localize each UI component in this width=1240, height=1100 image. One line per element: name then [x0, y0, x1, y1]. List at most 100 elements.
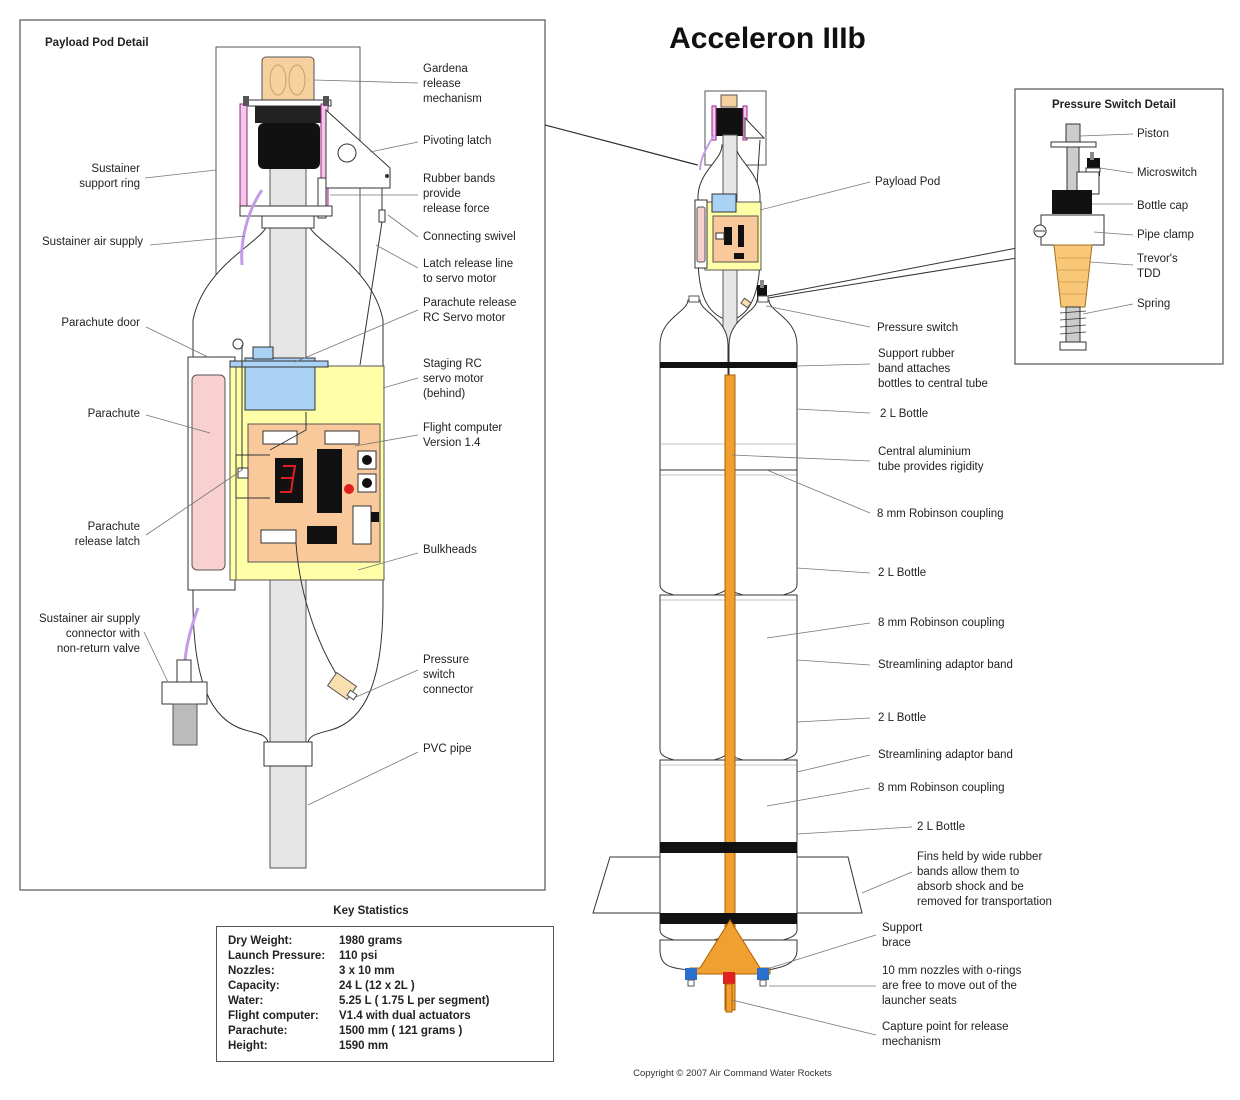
- label-capture-point: Capture point for release mechanism: [882, 1021, 1009, 1048]
- label-connecting-swivel: Connecting swivel: [423, 231, 516, 243]
- pivoting-latch: [325, 108, 391, 189]
- label-adaptor-band-1: Streamlining adaptor band: [878, 659, 1013, 671]
- label-pivoting-latch: Pivoting latch: [423, 135, 492, 147]
- stat-value: 3 x 10 mm: [339, 965, 395, 977]
- stat-value: 1590 mm: [339, 1040, 389, 1052]
- stat-label: Nozzles:: [228, 965, 275, 977]
- label-trevors-tdd: Trevor's TDD: [1137, 253, 1178, 280]
- parachute-release-latch-bracket: [235, 454, 270, 499]
- label-air-supply-connector: Sustainer air supply connector with non-…: [39, 613, 140, 655]
- spring: [1059, 310, 1087, 335]
- bottle-neck: [757, 295, 769, 303]
- rocket: [592, 90, 913, 1036]
- label-pressure-switch-connector: Pressure switch connector: [423, 654, 474, 696]
- stat-value: 5.25 L ( 1.75 L per segment): [339, 995, 490, 1007]
- bottle-cap: [1052, 190, 1092, 214]
- bottle-neck: [688, 295, 700, 303]
- label-coupling-1: 8 mm Robinson coupling: [877, 508, 1004, 520]
- bottle-segment: [728, 469, 798, 601]
- label-bottle-cap: Bottle cap: [1137, 200, 1189, 212]
- bottle-stack: [659, 295, 798, 971]
- payload-panel-heading: Payload Pod Detail: [45, 37, 149, 49]
- pressure-switch-heading: Pressure Switch Detail: [1052, 99, 1176, 111]
- stat-value: 1980 grams: [339, 935, 403, 947]
- callout-lines: [544, 124, 1018, 299]
- label-parachute-door: Parachute door: [61, 317, 140, 329]
- label-central-tube: Central aluminium tube provides rigidity: [878, 446, 984, 473]
- page-title: Acceleron IIIb: [669, 22, 866, 55]
- label-bottle-4: 2 L Bottle: [917, 821, 966, 833]
- label-parachute-release-servo: Parachute release RC Servo motor: [423, 297, 517, 324]
- stat-value: V1.4 with dual actuators: [339, 1010, 471, 1022]
- payload-pod-detail-panel: [19, 19, 546, 891]
- label-rubber-bands: Rubber bands provide release force: [423, 173, 496, 215]
- rubber-band-left: [239, 103, 248, 215]
- stat-label: Capacity:: [228, 980, 280, 992]
- bottle-segment: [659, 594, 729, 766]
- label-bottle-1: 2 L Bottle: [880, 408, 929, 420]
- pipe-clamp: [1040, 214, 1105, 246]
- stat-row: Dry Weight: 1980 grams: [228, 934, 553, 949]
- stat-row: Flight computer: V1.4 with dual actuators: [228, 1009, 553, 1024]
- air-supply-connector: [176, 659, 192, 683]
- label-fins: Fins held by wide rubber bands allow the…: [917, 851, 1052, 908]
- bottle-segment: [659, 469, 729, 601]
- nozzle-left: [685, 968, 697, 980]
- label-microswitch: Microswitch: [1137, 167, 1198, 179]
- label-bottle-3: 2 L Bottle: [878, 712, 927, 724]
- label-bottle-2: 2 L Bottle: [878, 567, 927, 579]
- fin-right: [796, 856, 863, 914]
- label-sustainer-support-ring: Sustainer support ring: [79, 163, 140, 190]
- label-staging-servo: Staging RC servo motor (behind): [423, 358, 484, 400]
- label-spring: Spring: [1137, 298, 1171, 310]
- stat-label: Launch Pressure:: [228, 950, 326, 962]
- piston: [1065, 123, 1081, 143]
- label-pvc-pipe: PVC pipe: [423, 743, 472, 755]
- label-bulkheads: Bulkheads: [423, 544, 477, 556]
- stat-row: Height: 1590 mm: [228, 1039, 553, 1054]
- stat-row: Parachute: 1500 mm ( 121 grams ): [228, 1024, 553, 1039]
- label-parachute: Parachute: [87, 408, 140, 420]
- label-payload-pod: Payload Pod: [875, 176, 941, 188]
- label-coupling-2: 8 mm Robinson coupling: [878, 617, 1005, 629]
- bottle-segment: [659, 299, 729, 471]
- label-latch-release-line: Latch release line to servo motor: [423, 258, 514, 285]
- parachute: [191, 374, 226, 571]
- label-adaptor-band-2: Streamlining adaptor band: [878, 749, 1013, 761]
- connecting-swivel: [378, 209, 386, 223]
- label-pressure-switch: Pressure switch: [877, 322, 959, 334]
- trevors-tdd: [1053, 244, 1093, 308]
- copyright: Copyright © 2007 Air Command Water Rocke…: [633, 1068, 832, 1079]
- pressure-switch-detail-panel: [1014, 88, 1224, 365]
- bottle-segment: [728, 594, 798, 766]
- label-piston: Piston: [1137, 128, 1169, 140]
- stat-row: Nozzles: 3 x 10 mm: [228, 964, 553, 979]
- stat-row: Water: 5.25 L ( 1.75 L per segment): [228, 994, 553, 1009]
- nozzle-center: [723, 972, 735, 984]
- label-flight-computer: Flight computer Version 1.4: [423, 422, 503, 449]
- stat-value: 110 psi: [339, 950, 378, 962]
- fin-left: [592, 856, 661, 914]
- label-support-brace: Support brace: [882, 922, 923, 949]
- label-pipe-clamp: Pipe clamp: [1137, 229, 1194, 241]
- label-sustainer-air-supply: Sustainer air supply: [42, 236, 143, 248]
- stat-row: Launch Pressure: 110 psi: [228, 949, 553, 964]
- label-coupling-3: 8 mm Robinson coupling: [878, 782, 1005, 794]
- stat-label: Parachute:: [228, 1025, 288, 1037]
- key-statistics-table: Dry Weight: 1980 grams Launch Pressure: 11…: [216, 926, 554, 1062]
- key-statistics-heading: Key Statistics: [333, 905, 409, 917]
- stat-row: Capacity: 24 L (12 x 2L ): [228, 979, 553, 994]
- label-support-rubber-band: Support rubber band attaches bottles to …: [878, 348, 988, 390]
- stat-label: Water:: [228, 995, 264, 1007]
- nozzle-right: [757, 968, 769, 980]
- stat-label: Height:: [228, 1040, 268, 1052]
- stat-label: Flight computer:: [228, 1010, 319, 1022]
- stat-value: 1500 mm ( 121 grams ): [339, 1025, 463, 1037]
- label-gardena: Gardena release mechanism: [423, 63, 482, 105]
- stat-value: 24 L (12 x 2L ): [339, 980, 415, 992]
- label-parachute-release-latch: Parachute release latch: [74, 521, 140, 548]
- stat-label: Dry Weight:: [228, 935, 293, 947]
- label-nozzles: 10 mm nozzles with o-rings are free to m…: [882, 965, 1022, 1007]
- bottle-segment: [728, 299, 798, 471]
